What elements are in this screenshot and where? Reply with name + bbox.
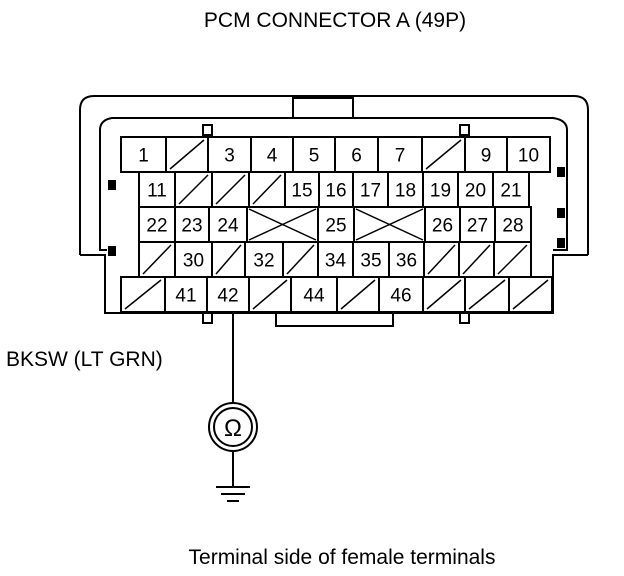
- terminal-unused: [464, 276, 510, 313]
- terminal-label: 9: [481, 146, 492, 167]
- terminal-unused: [423, 241, 460, 278]
- terminal-9: 9: [464, 136, 508, 173]
- terminal-label: 32: [253, 251, 274, 272]
- terminal-label: 6: [351, 146, 362, 167]
- terminal-17: 17: [352, 171, 389, 208]
- terminal-label: 17: [360, 181, 381, 202]
- terminal-32: 32: [244, 241, 284, 278]
- terminal-18: 18: [387, 171, 424, 208]
- terminal-unused: [165, 136, 209, 173]
- terminal-36: 36: [388, 241, 425, 278]
- terminal-11: 11: [138, 171, 176, 208]
- terminal-42: 42: [206, 276, 250, 313]
- terminal-unused: [336, 276, 380, 313]
- terminal-7: 7: [377, 136, 423, 173]
- terminal-unused: [458, 241, 495, 278]
- ground-icon: [216, 451, 250, 502]
- terminal-24: 24: [208, 206, 248, 243]
- terminal-34: 34: [317, 241, 354, 278]
- terminal-unused: [211, 171, 250, 208]
- terminal-label: 23: [181, 216, 202, 237]
- terminal-23: 23: [174, 206, 210, 243]
- terminal-unused: [248, 171, 286, 208]
- terminal-10: 10: [506, 136, 551, 173]
- terminal-label: 1: [138, 146, 149, 167]
- terminal-unused: [138, 241, 176, 278]
- terminal-label: 11: [147, 181, 167, 202]
- terminal-label: 15: [291, 181, 312, 202]
- terminal-5: 5: [292, 136, 336, 173]
- terminal-unused: [248, 276, 292, 313]
- terminal-41: 41: [164, 276, 208, 313]
- connector-housing: [79, 95, 589, 327]
- terminal-46: 46: [378, 276, 424, 313]
- terminal-30: 30: [174, 241, 213, 278]
- terminal-16: 16: [318, 171, 354, 208]
- terminal-label: 18: [395, 181, 416, 202]
- terminal-label: 21: [500, 181, 521, 202]
- terminal-label: 28: [502, 216, 523, 237]
- terminal-label: 24: [217, 216, 239, 237]
- terminal-label: 4: [267, 146, 278, 167]
- terminal-label: 10: [518, 146, 539, 167]
- terminal-15: 15: [284, 171, 320, 208]
- terminal-22: 22: [138, 206, 176, 243]
- terminal-25: 25: [317, 206, 355, 243]
- terminal-unused: [353, 206, 426, 243]
- terminal-3: 3: [207, 136, 252, 173]
- terminal-label: 16: [325, 181, 346, 202]
- terminal-26: 26: [424, 206, 461, 243]
- ohmmeter: Ω: [208, 402, 258, 452]
- terminal-unused: [174, 171, 213, 208]
- terminal-label: 19: [430, 181, 451, 202]
- diagram-title: PCM CONNECTOR A (49P): [204, 9, 466, 32]
- terminal-label: 20: [465, 181, 486, 202]
- terminal-label: 44: [303, 286, 325, 307]
- diagram-caption: Terminal side of female terminals: [189, 546, 496, 569]
- ohm-symbol: Ω: [224, 415, 242, 442]
- terminal-label: 7: [395, 146, 406, 167]
- terminal-label: 46: [390, 286, 411, 307]
- terminal-4: 4: [250, 136, 294, 173]
- terminal-20: 20: [457, 171, 494, 208]
- terminal-27: 27: [459, 206, 496, 243]
- terminal-label: 25: [325, 216, 346, 237]
- terminal-label: 42: [217, 286, 238, 307]
- terminal-35: 35: [352, 241, 390, 278]
- terminal-unused: [422, 276, 466, 313]
- terminal-1: 1: [120, 136, 167, 173]
- terminal-label: 34: [325, 251, 347, 272]
- terminal-label: 41: [175, 286, 196, 307]
- terminal-label: 5: [309, 146, 320, 167]
- terminal-label: 27: [467, 216, 488, 237]
- terminal-unused: [246, 206, 319, 243]
- terminal-label: 26: [432, 216, 453, 237]
- terminal-label: 35: [360, 251, 381, 272]
- terminal-unused: [211, 241, 246, 278]
- terminal-44: 44: [290, 276, 338, 313]
- terminal-label: 36: [396, 251, 417, 272]
- terminal-unused: [120, 276, 166, 313]
- terminal-19: 19: [422, 171, 459, 208]
- terminal-21: 21: [492, 171, 530, 208]
- terminal-28: 28: [494, 206, 532, 243]
- terminal-unused: [508, 276, 553, 313]
- terminal-label: 3: [224, 146, 235, 167]
- terminal-label: 30: [183, 251, 204, 272]
- terminal-6: 6: [334, 136, 379, 173]
- terminal-unused: [282, 241, 319, 278]
- terminal-label: 22: [146, 216, 167, 237]
- terminal-unused: [493, 241, 532, 278]
- wire-label: BKSW (LT GRN): [6, 348, 163, 371]
- latch-markers: [108, 167, 565, 256]
- terminal-unused: [421, 136, 466, 173]
